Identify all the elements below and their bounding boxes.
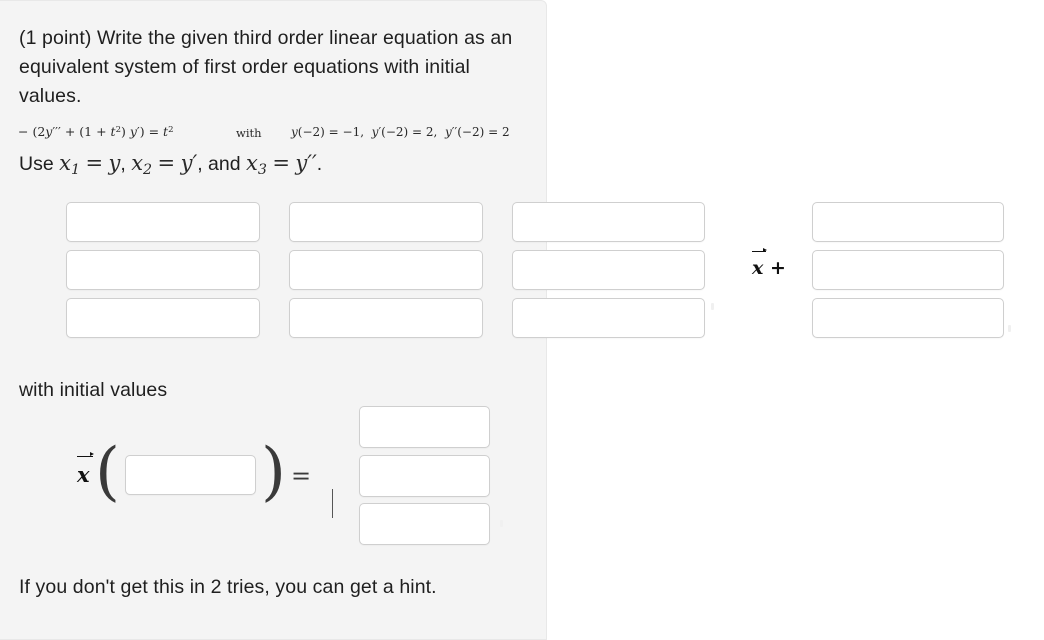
initial-value-x-vector-symbol: x x⃗ bbox=[77, 451, 93, 487]
matrix-input-r2c2[interactable] bbox=[289, 250, 483, 290]
matrix-input-r2c1[interactable] bbox=[66, 250, 260, 290]
initial-conditions: y(−2) = −1, y′(−2) = 2, y′′(−2) = 2 y(−2… bbox=[291, 125, 510, 139]
initial-value-input-3[interactable] bbox=[359, 503, 490, 545]
matrix-input-r3c3[interactable] bbox=[512, 298, 705, 338]
with-initial-values-label: with initial values bbox=[19, 379, 168, 401]
equals-sign: = bbox=[291, 462, 312, 490]
with-keyword: with bbox=[236, 126, 262, 140]
matrix-input-r3c2[interactable] bbox=[289, 298, 483, 338]
rhs-vector-input-3[interactable] bbox=[812, 298, 1004, 338]
matrix-input-r3c1[interactable] bbox=[66, 298, 260, 338]
hint-text: If you don't get this in 2 tries, you ca… bbox=[19, 576, 437, 598]
paren-open: ( bbox=[95, 435, 120, 509]
initial-value-input-1[interactable] bbox=[359, 406, 490, 448]
vector-bracket-bar bbox=[332, 489, 333, 518]
matrix-input-r1c3[interactable] bbox=[512, 202, 705, 242]
rhs-vector-input-1[interactable] bbox=[812, 202, 1004, 242]
matrix-input-r1c2[interactable] bbox=[289, 202, 483, 242]
substitution-instruction: Use x1 = y, x2 = y′, and x3 = y′′. Use x… bbox=[19, 151, 323, 178]
render-artifact-mark bbox=[500, 520, 503, 527]
problem-statement: (1 point) Write the given third order li… bbox=[19, 27, 513, 107]
matrix-input-r1c1[interactable] bbox=[66, 202, 260, 242]
rhs-vector-input-2[interactable] bbox=[812, 250, 1004, 290]
differential-equation: − (2y′′′ + (1 + t2) y′) = t2 − (2y‴ + (1… bbox=[18, 124, 174, 139]
x-vector-plus-label: x + x⃗ + bbox=[752, 247, 786, 279]
render-artifact-mark bbox=[711, 303, 714, 310]
render-artifact-mark bbox=[1008, 325, 1011, 332]
matrix-input-r2c3[interactable] bbox=[512, 250, 705, 290]
initial-value-argument-input[interactable] bbox=[125, 455, 256, 495]
paren-close: ) bbox=[261, 435, 286, 509]
initial-value-input-2[interactable] bbox=[359, 455, 490, 497]
